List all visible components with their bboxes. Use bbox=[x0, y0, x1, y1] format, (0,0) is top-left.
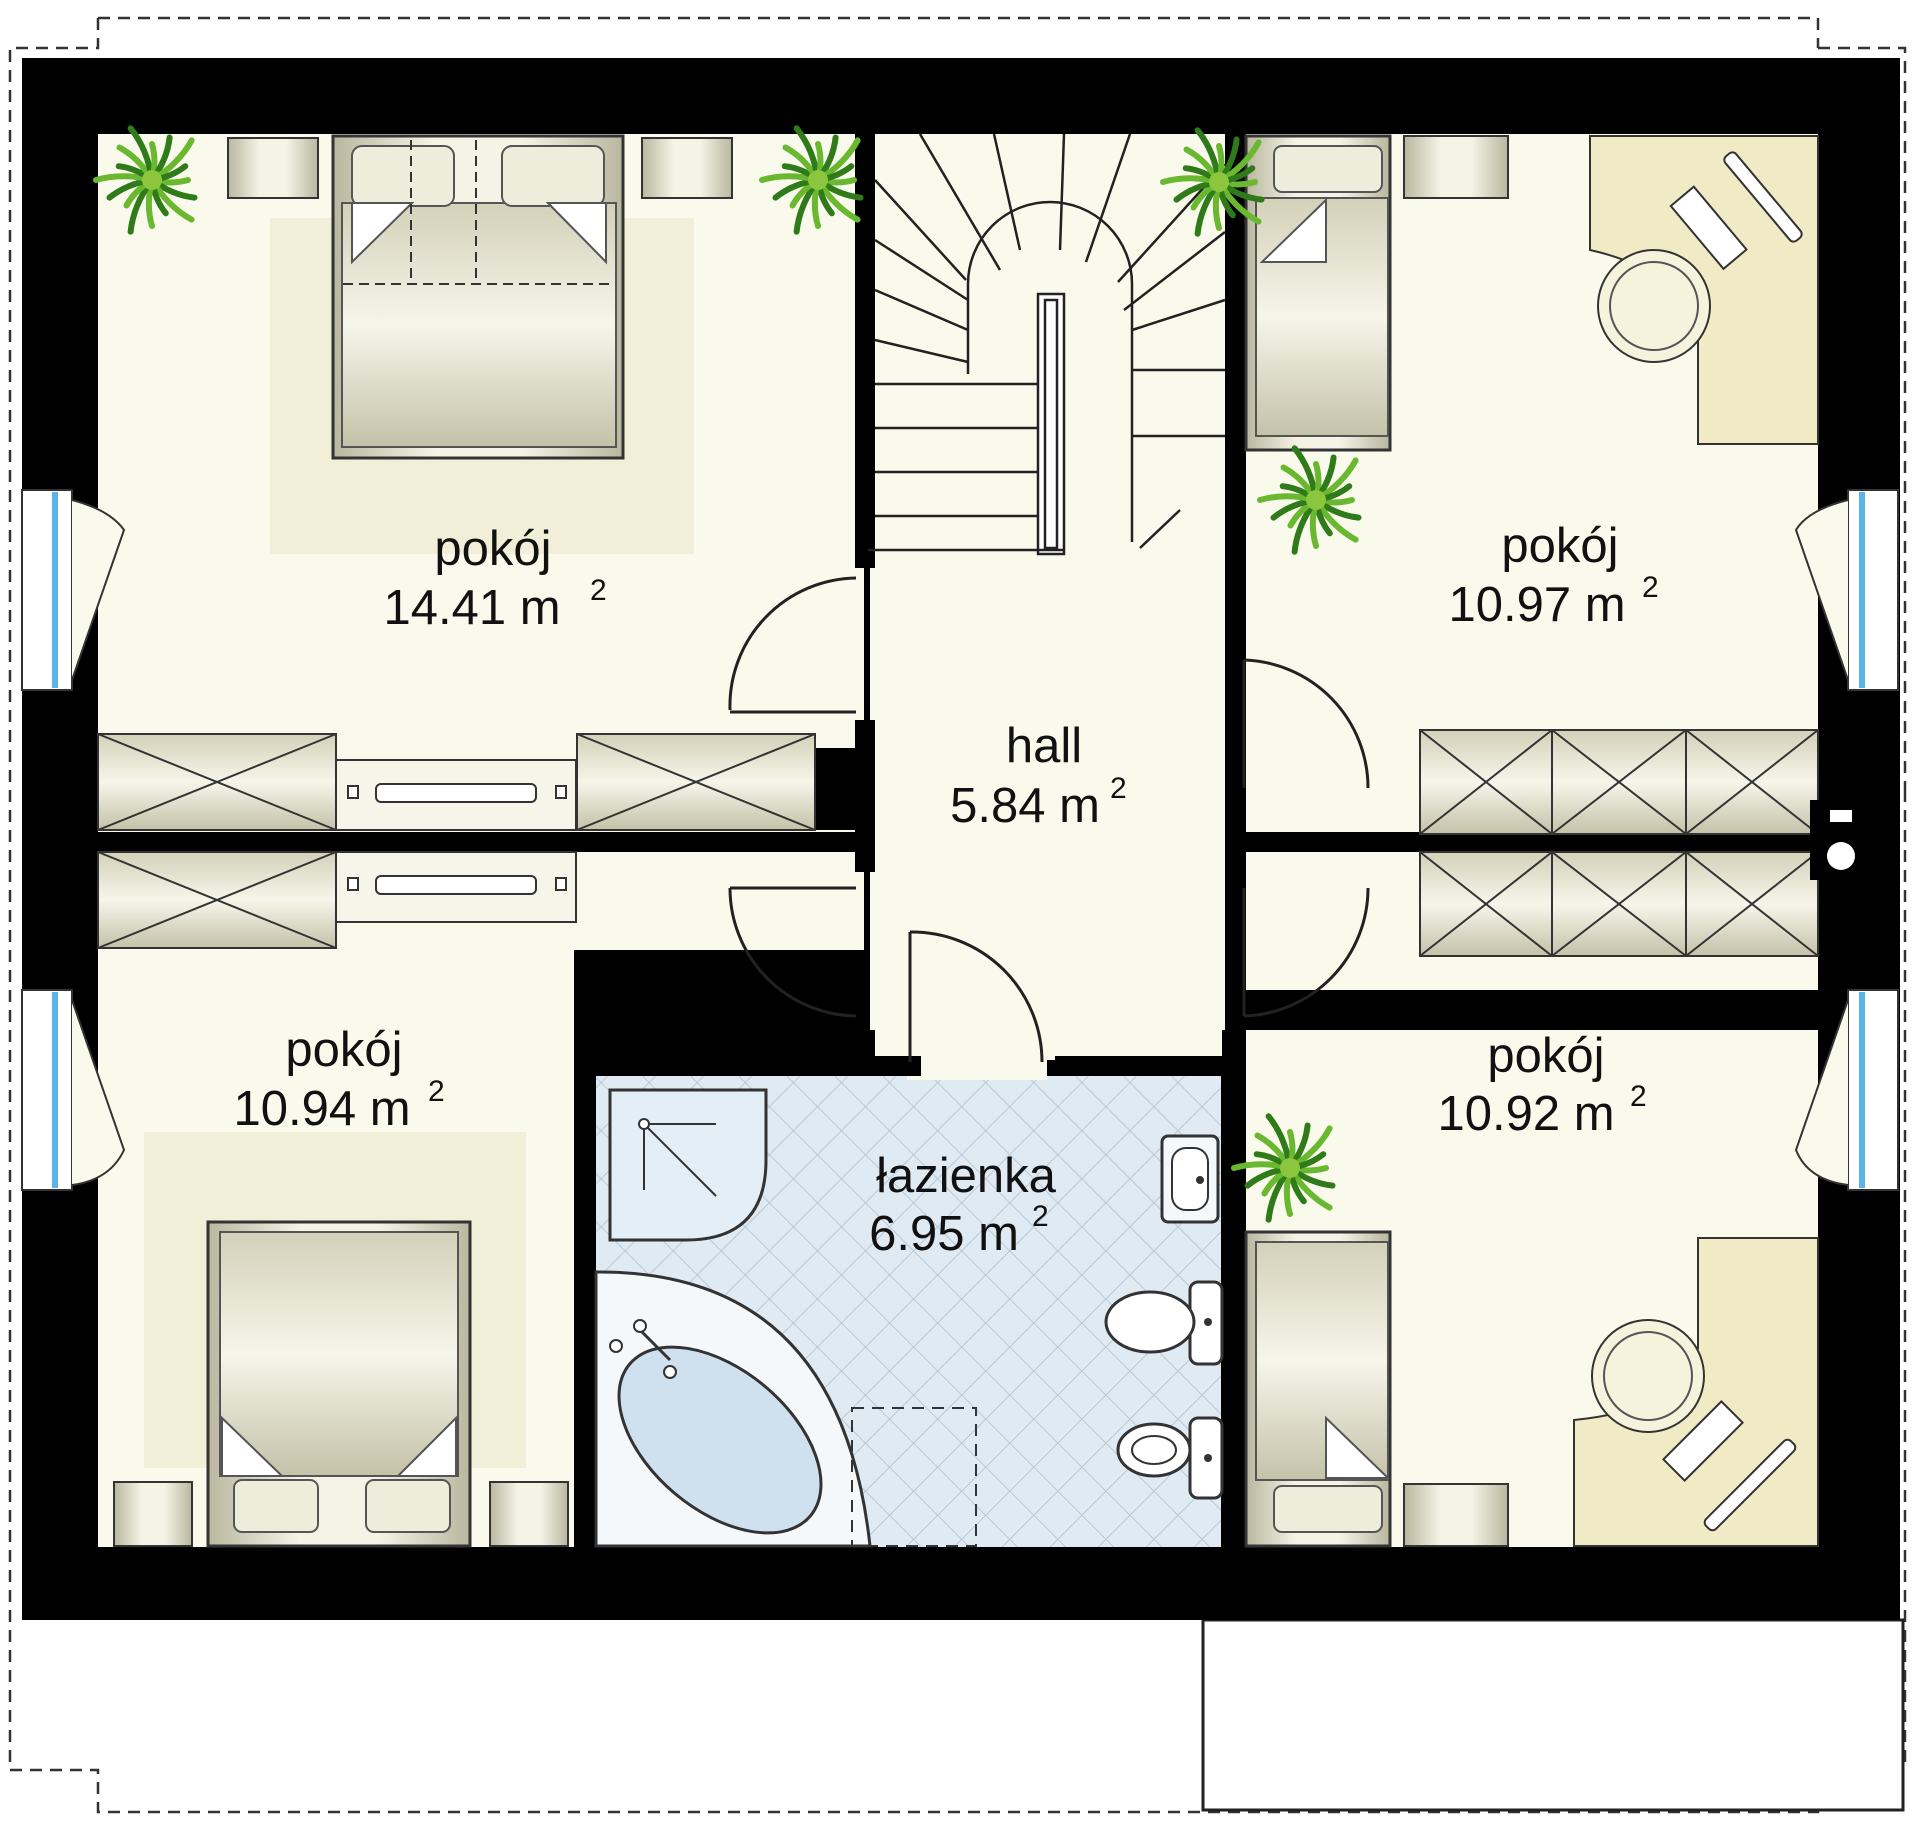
window-west-lower bbox=[21, 989, 126, 1191]
room-name: pokój bbox=[285, 1023, 402, 1077]
plant-center bbox=[1306, 490, 1326, 510]
wardrobe-nw bbox=[97, 733, 816, 831]
room-label-bedroom-ne: pokój 10.97 m 2 bbox=[1448, 519, 1658, 632]
stair-tread bbox=[874, 238, 969, 302]
room-area-unit-exponent: 2 bbox=[1642, 571, 1659, 604]
roof-outline bbox=[8, 16, 1907, 1814]
door-ne bbox=[1242, 658, 1370, 789]
plant-icon bbox=[1160, 127, 1265, 237]
wall-bath-top-right bbox=[1055, 1056, 1245, 1076]
wardrobe-ne bbox=[1419, 729, 1819, 835]
room-label-bedroom-se: pokój 10.92 m 2 bbox=[1437, 1029, 1646, 1141]
nightstand-nw-left bbox=[227, 137, 319, 199]
door-nw bbox=[728, 576, 857, 714]
room-area: 5.84 m bbox=[950, 779, 1100, 833]
window-west-upper bbox=[21, 489, 126, 691]
room-label-bedroom-sw: pokój 10.94 m 2 bbox=[233, 1023, 444, 1136]
window-east-lower bbox=[1794, 989, 1899, 1191]
door-bathroom bbox=[908, 930, 1044, 1063]
nightstand-sw-left bbox=[113, 1481, 193, 1547]
stair-tread bbox=[1084, 133, 1132, 263]
bathtub bbox=[594, 1270, 872, 1548]
nightstand-ne bbox=[1403, 135, 1509, 199]
shower-drain-area bbox=[851, 1407, 977, 1547]
balcony-outline bbox=[1201, 1618, 1905, 1812]
wall-ne-se-divider bbox=[1225, 832, 1825, 852]
nightstand-nw-right bbox=[641, 137, 733, 199]
room-name: pokój bbox=[1501, 519, 1618, 573]
room-area-unit-exponent: 2 bbox=[590, 574, 607, 607]
stair-tread bbox=[1123, 231, 1226, 311]
room-area: 10.92 m bbox=[1437, 1087, 1614, 1141]
room-label-bedroom-nw: pokój 14.41 m 2 bbox=[383, 522, 606, 635]
shower bbox=[608, 1088, 768, 1242]
nightstand-se bbox=[1403, 1483, 1509, 1547]
stair-tread bbox=[1131, 298, 1226, 332]
stair-tread bbox=[992, 133, 1022, 251]
room-area-unit-exponent: 2 bbox=[1630, 1080, 1647, 1113]
nightstand-sw-right bbox=[489, 1481, 569, 1547]
plant-icon bbox=[1231, 1113, 1336, 1223]
wall-corridor-divider bbox=[22, 832, 875, 852]
wall-bath-left bbox=[576, 1056, 596, 1547]
wall-bath-right bbox=[1222, 1030, 1246, 1547]
room-area-unit-exponent: 2 bbox=[428, 1075, 445, 1108]
stair-tread bbox=[1058, 133, 1066, 251]
wall-west-nook bbox=[22, 694, 98, 994]
plant-icon bbox=[759, 125, 864, 235]
room-area-unit-exponent: 2 bbox=[1032, 1200, 1049, 1233]
wall-hall-left-lower bbox=[855, 1030, 875, 1060]
bed-double-sw bbox=[206, 1220, 472, 1548]
wall-bath-top-left bbox=[576, 1056, 921, 1076]
chimney-vent bbox=[1810, 800, 1860, 880]
door-se bbox=[1242, 887, 1370, 1018]
stair-tread bbox=[918, 133, 1002, 271]
desk-se bbox=[1573, 1237, 1819, 1547]
room-name: pokój bbox=[434, 522, 551, 576]
desk-ne bbox=[1589, 135, 1819, 445]
room-area: 6.95 m bbox=[869, 1207, 1019, 1261]
bed-double-nw bbox=[331, 134, 625, 460]
wall-stair-left bbox=[855, 134, 875, 568]
room-name: łazienka bbox=[876, 1149, 1057, 1203]
plant-icon bbox=[93, 125, 198, 235]
window-east-upper bbox=[1794, 489, 1899, 691]
plant-center bbox=[142, 170, 162, 190]
room-label-hall: hall 5.84 m 2 bbox=[950, 719, 1127, 833]
room-name: pokój bbox=[1487, 1029, 1604, 1083]
bed-single-se bbox=[1244, 1230, 1392, 1548]
room-area: 10.97 m bbox=[1448, 578, 1625, 632]
wall-stair-right bbox=[1225, 134, 1245, 652]
wardrobe-se bbox=[1419, 851, 1819, 957]
room-area-unit-exponent: 2 bbox=[1110, 772, 1127, 805]
plant-center bbox=[1209, 172, 1229, 192]
floor-bathroom-entry bbox=[907, 1040, 1047, 1080]
door-sw bbox=[728, 886, 857, 1018]
plant-icon bbox=[1257, 445, 1362, 555]
stair-tread bbox=[874, 288, 969, 332]
room-label-bathroom: łazienka 6.95 m 2 bbox=[869, 1149, 1057, 1261]
bed-single-ne bbox=[1244, 134, 1392, 452]
sink bbox=[1160, 1134, 1220, 1224]
stair-tread bbox=[874, 338, 969, 364]
toilet bbox=[1104, 1280, 1224, 1366]
stair-tread bbox=[874, 179, 967, 281]
room-area: 10.94 m bbox=[233, 1082, 410, 1136]
bidet bbox=[1116, 1416, 1224, 1500]
staircase bbox=[868, 133, 1226, 556]
floor-hall bbox=[870, 560, 1225, 1060]
wardrobe-sw bbox=[97, 851, 577, 949]
room-area: 14.41 m bbox=[383, 581, 560, 635]
room-name: hall bbox=[1006, 719, 1082, 773]
stair-tread bbox=[1139, 509, 1181, 549]
plant-center bbox=[808, 170, 828, 190]
plant-center bbox=[1280, 1158, 1300, 1178]
